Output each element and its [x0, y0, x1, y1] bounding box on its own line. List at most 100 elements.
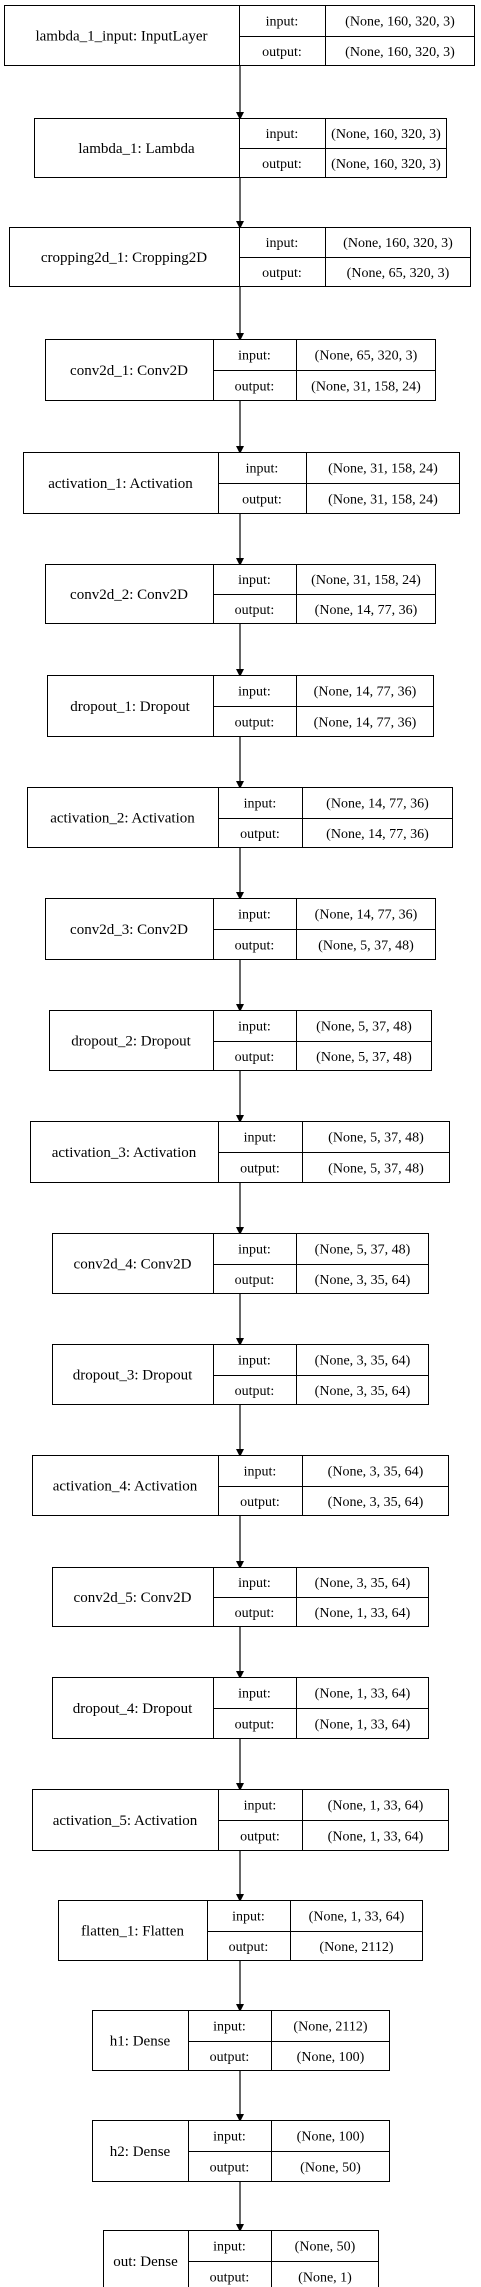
layer-node: lambda_1_input: InputLayerinput:output:(… — [4, 5, 475, 66]
input-shape: (None, 14, 77, 36) — [315, 908, 418, 923]
output-shape: (None, 160, 320, 3) — [345, 45, 455, 60]
input-shape: (None, 160, 320, 3) — [331, 127, 441, 142]
output-shape: (None, 14, 77, 36) — [314, 716, 417, 731]
layer-name: lambda_1_input: InputLayer — [35, 29, 207, 45]
layer-name: flatten_1: Flatten — [81, 1924, 184, 1940]
input-label: input: — [213, 2130, 246, 2145]
output-shape: (None, 3, 35, 64) — [328, 1495, 424, 1510]
layer-name: activation_4: Activation — [53, 1479, 198, 1495]
layer-box — [27, 787, 453, 848]
input-shape: (None, 14, 77, 36) — [326, 796, 429, 811]
output-label: output: — [235, 716, 275, 731]
input-shape: (None, 3, 35, 64) — [315, 1353, 411, 1368]
output-shape: (None, 14, 77, 36) — [326, 827, 429, 842]
layer-box — [52, 1233, 429, 1294]
output-shape: (None, 3, 35, 64) — [315, 1384, 411, 1399]
output-label: output: — [235, 380, 275, 395]
layer-box — [49, 1010, 432, 1071]
output-label: output: — [235, 1273, 275, 1288]
input-shape: (None, 14, 77, 36) — [314, 685, 417, 700]
input-label: input: — [238, 685, 271, 700]
input-shape: (None, 65, 320, 3) — [315, 349, 418, 364]
layer-box — [32, 1455, 449, 1516]
input-shape: (None, 31, 158, 24) — [311, 573, 421, 588]
input-label: input: — [266, 127, 299, 142]
layer-name: activation_5: Activation — [53, 1813, 198, 1829]
layer-node: dropout_2: Dropout input: output: (None, 5,… — [49, 1010, 432, 1071]
output-shape: (None, 50) — [300, 2161, 361, 2176]
output-shape: (None, 5, 37, 48) — [318, 939, 414, 954]
layer-node: activation_3: Activationinput:output:(No… — [30, 1121, 450, 1183]
layer-box — [52, 1344, 429, 1405]
input-label: input: — [238, 1019, 271, 1034]
output-shape: (None, 1, 33, 64) — [315, 1606, 411, 1621]
output-shape: (None, 31, 158, 24) — [328, 493, 438, 508]
input-shape: (None, 100) — [297, 2130, 365, 2145]
input-label: input: — [238, 349, 271, 364]
output-label: output: — [210, 2161, 250, 2176]
input-shape: (None, 160, 320, 3) — [345, 14, 455, 29]
output-label: output: — [235, 1718, 275, 1733]
output-label: output: — [262, 157, 302, 172]
input-shape: (None, 5, 37, 48) — [315, 1242, 411, 1257]
layer-node: cropping2d_1: Cropping2Dinput:output:(No… — [9, 227, 471, 287]
layer-node: activation_5: Activationinput:output:(No… — [32, 1789, 449, 1851]
output-shape: (None, 1, 33, 64) — [328, 1830, 424, 1845]
layer-name: activation_3: Activation — [52, 1145, 197, 1161]
layer-node: conv2d_2: Conv2D input: output: (None, 31, … — [45, 564, 436, 624]
output-shape: (None, 5, 37, 48) — [316, 1050, 412, 1065]
input-shape: (None, 1, 33, 64) — [315, 1687, 411, 1702]
input-label: input: — [244, 1799, 277, 1814]
layer-node: lambda_1: Lambda input: output: (None, 160,… — [34, 118, 447, 178]
layer-name: conv2d_1: Conv2D — [70, 363, 188, 379]
layer-name: conv2d_5: Conv2D — [74, 1590, 192, 1606]
output-shape: (None, 1, 33, 64) — [315, 1718, 411, 1733]
output-label: output: — [210, 2271, 250, 2286]
layer-name: lambda_1: Lambda — [78, 141, 195, 157]
output-shape: (None, 160, 320, 3) — [331, 157, 441, 172]
layer-name: out: Dense — [113, 2254, 178, 2270]
layer-name: h2: Dense — [110, 2144, 171, 2160]
layer-node: activation_2: Activationinput:output:(No… — [27, 787, 453, 848]
input-shape: (None, 160, 320, 3) — [343, 236, 453, 251]
layer-name: cropping2d_1: Cropping2D — [41, 250, 207, 266]
layer-box — [103, 2230, 379, 2287]
output-shape: (None, 3, 35, 64) — [315, 1273, 411, 1288]
input-label: input: — [238, 1576, 271, 1591]
input-label: input: — [246, 462, 279, 477]
layer-box — [92, 2010, 390, 2071]
input-label: input: — [232, 1909, 265, 1924]
output-label: output: — [235, 1050, 275, 1065]
layer-name: h1: Dense — [110, 2034, 171, 2050]
input-label: input: — [238, 573, 271, 588]
input-label: input: — [238, 908, 271, 923]
layer-name: dropout_2: Dropout — [71, 1034, 191, 1050]
layer-node: activation_4: Activationinput:output:(No… — [32, 1455, 449, 1516]
output-shape: (None, 2112) — [319, 1940, 393, 1955]
output-shape: (None, 14, 77, 36) — [315, 603, 418, 618]
layer-name: conv2d_2: Conv2D — [70, 587, 188, 603]
input-shape: (None, 5, 37, 48) — [316, 1019, 412, 1034]
output-label: output: — [235, 603, 275, 618]
output-shape: (None, 100) — [297, 2050, 365, 2065]
input-shape: (None, 50) — [295, 2240, 356, 2255]
input-label: input: — [238, 1353, 271, 1368]
input-label: input: — [213, 2019, 246, 2034]
output-label: output: — [210, 2050, 250, 2065]
input-label: input: — [238, 1687, 271, 1702]
layer-box — [58, 1900, 423, 1961]
input-shape: (None, 1, 33, 64) — [328, 1799, 424, 1814]
layer-node: h2: Dense input: output: (None, 100) (None, … — [92, 2120, 390, 2182]
input-shape: (None, 3, 35, 64) — [315, 1576, 411, 1591]
layer-node: conv2d_1: Conv2D input: output: (None, 65, … — [45, 339, 436, 401]
